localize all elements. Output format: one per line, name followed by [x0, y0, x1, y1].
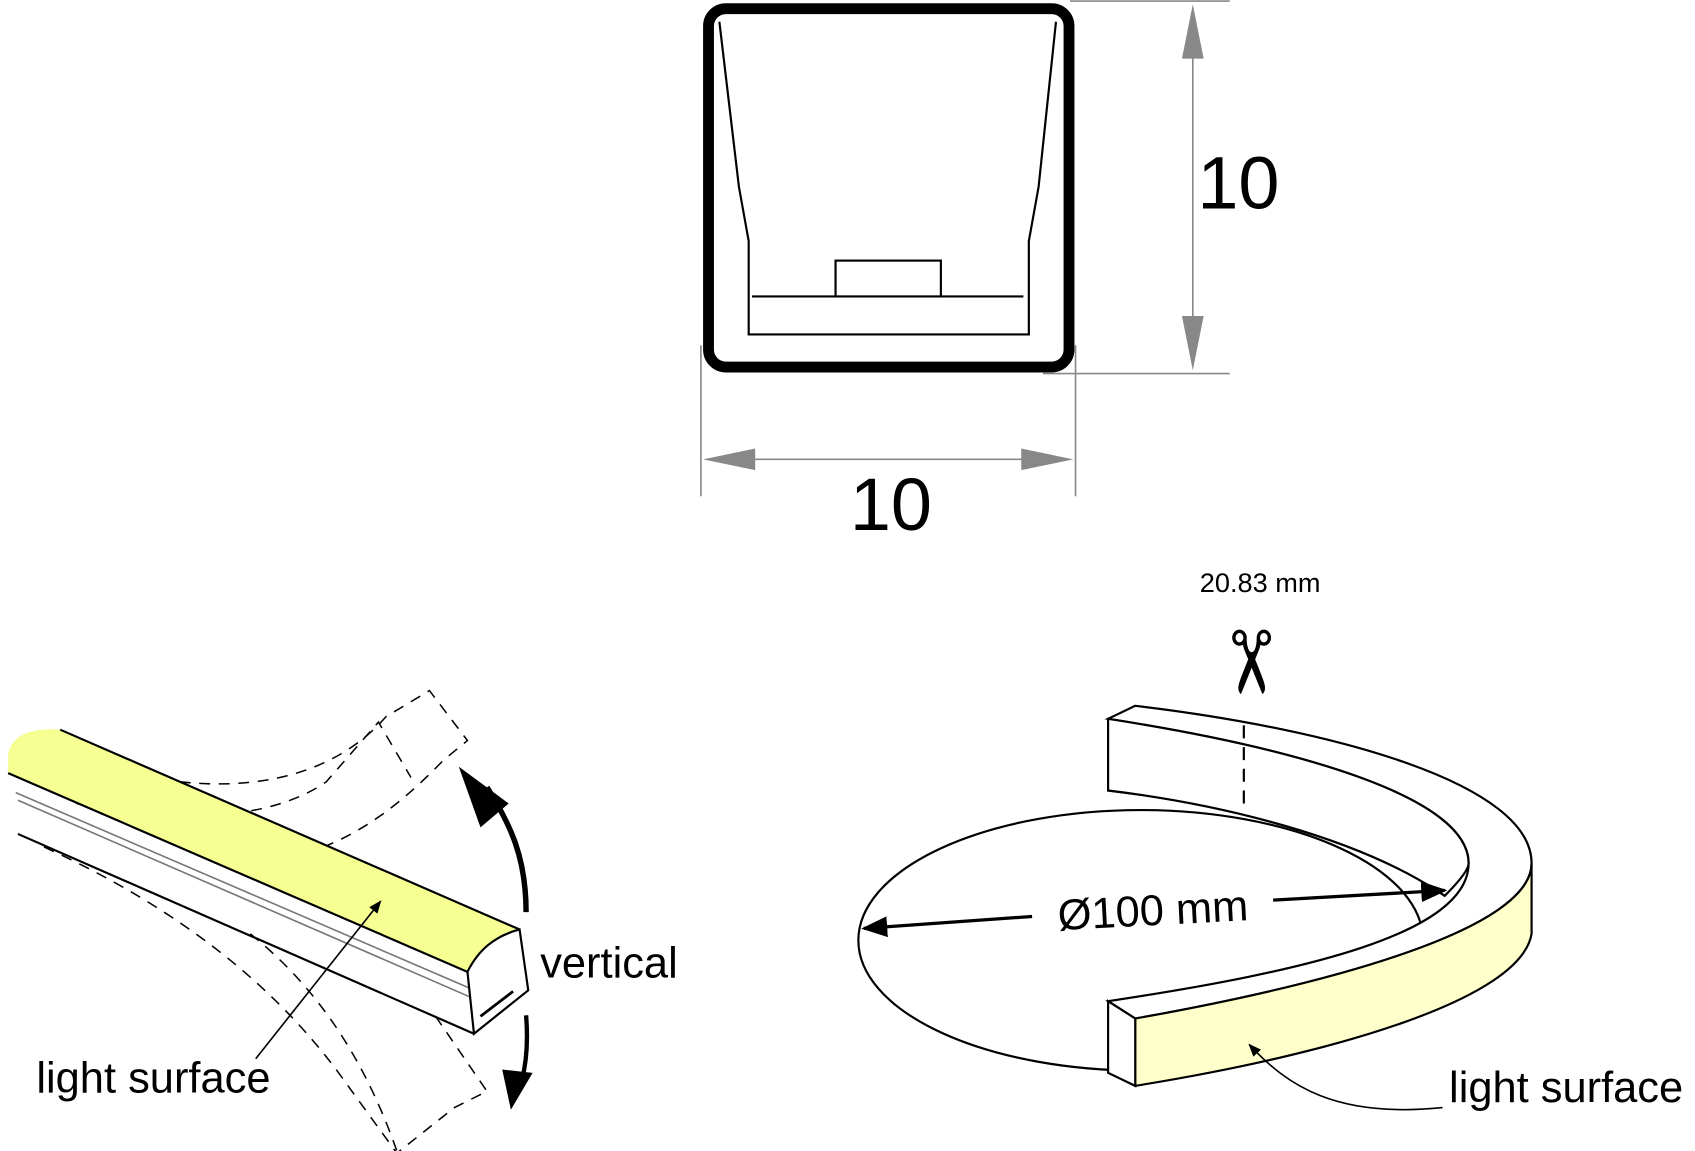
- height-label: 10: [1197, 141, 1279, 224]
- arrowhead-up: [1181, 4, 1204, 59]
- diameter-label: Ø100 mm: [1057, 882, 1250, 940]
- arrowhead-left: [703, 448, 756, 471]
- cross-section-profile: [703, 3, 1075, 373]
- led-chip: [834, 259, 942, 298]
- height-dimension: 10: [1042, 0, 1279, 375]
- band-end-face: [1107, 999, 1137, 1088]
- width-dimension: 10: [700, 345, 1077, 546]
- light-surface-label-left: light surface: [36, 1054, 270, 1102]
- bar-end-face: [466, 928, 530, 1036]
- vertical-label: vertical: [540, 939, 678, 987]
- bend-down-arrow: [502, 1069, 533, 1110]
- arrowhead-down: [1181, 315, 1204, 371]
- light-surface-pointer-right: [1248, 1043, 1443, 1111]
- bent-down-ghost: [43, 846, 489, 1151]
- width-label: 10: [850, 463, 932, 546]
- bend-up-arrow: [458, 766, 509, 828]
- diameter-arrow-left: [861, 914, 1033, 938]
- light-surface-side: [1134, 863, 1533, 1088]
- arrowhead-right: [1021, 448, 1074, 471]
- outer-housing: [703, 3, 1075, 373]
- inner-profile: [718, 21, 1058, 336]
- light-surface-label-right: light surface: [1449, 1064, 1683, 1112]
- cut-length-label: 20.83 mm: [1200, 567, 1321, 598]
- light-surface-top: [8, 729, 520, 972]
- vertical-bend-illustration: vertical light surface: [7, 689, 678, 1151]
- ring-bend-illustration: ✂ 20.83 mm Ø100 mm light surface: [857, 567, 1683, 1112]
- light-surface-pointer: [255, 900, 382, 1060]
- scissors-icon: ✂: [1199, 626, 1300, 699]
- diameter-arrow-right: [1273, 881, 1448, 903]
- bent-down-ghost-inner: [249, 933, 398, 1151]
